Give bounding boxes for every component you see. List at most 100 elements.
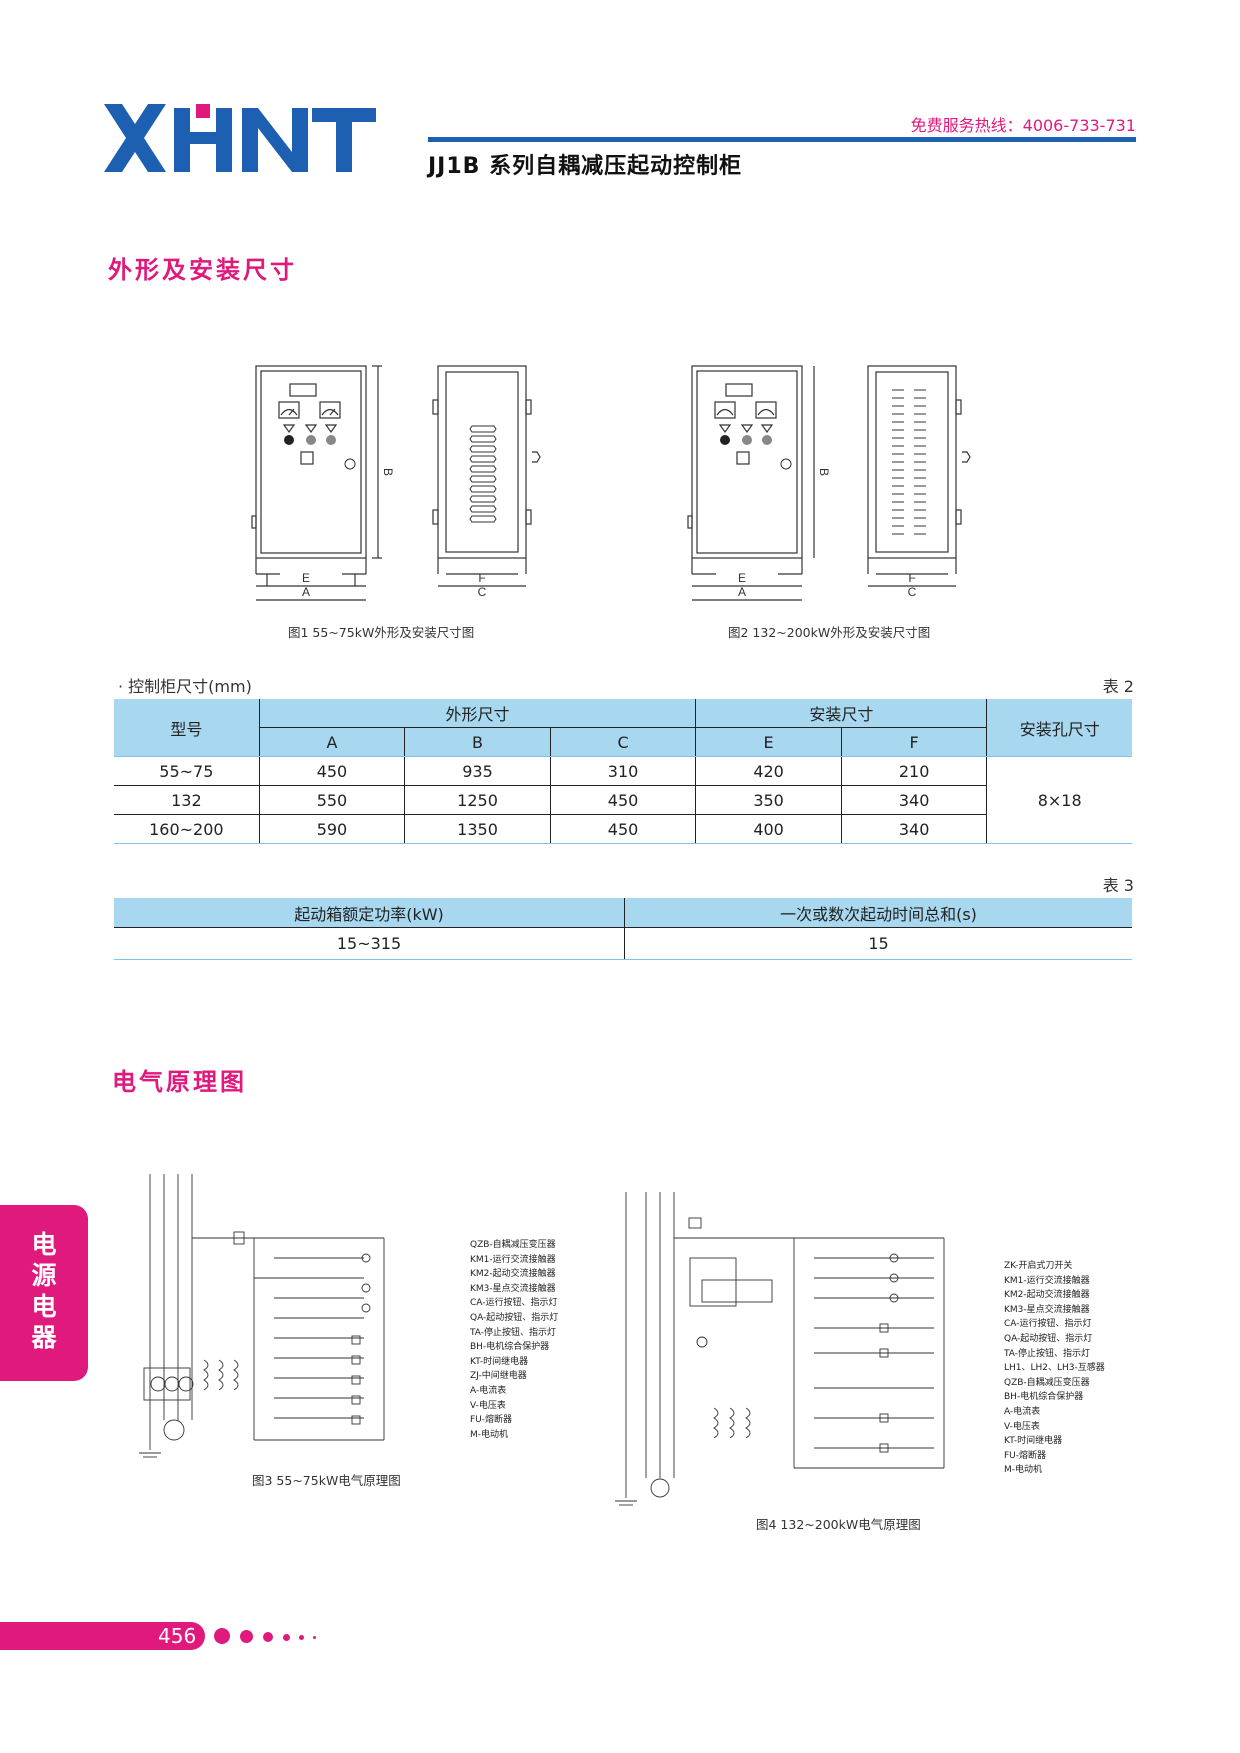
svg-text:E: E (738, 571, 746, 585)
fig2-caption: 图2 132~200kW外形及安装尺寸图 (728, 625, 931, 640)
table-row: 160~200 590 1350 450 400 340 (114, 814, 1132, 844)
cell-power: 15~315 (114, 927, 625, 960)
fig4-schematic (615, 1192, 945, 1506)
legend-item: KM2-起动交流接触器 (470, 1269, 556, 1280)
side-tab-char: 电 (31, 1292, 57, 1321)
fig2-front-view: E A B (687, 365, 831, 601)
table2-label: · 控制柜尺寸(mm) (118, 677, 252, 696)
svg-text:F: F (478, 571, 485, 585)
hotline-text: 免费服务热线：4006-733-731 (910, 116, 1136, 135)
document-title: JJ1B 系列自耦减压起动控制柜 (428, 154, 743, 179)
cell-a: 450 (259, 756, 406, 786)
svg-text:A: A (738, 585, 746, 599)
legend-item: KM1-运行交流接触器 (1004, 1275, 1090, 1286)
cell-c: 450 (550, 785, 697, 815)
legend-item: QA-起动按钮、指示灯 (470, 1312, 559, 1323)
cell-model: 55~75 (114, 756, 260, 786)
fig2-side-view: F C (867, 365, 971, 599)
side-tab-char: 器 (31, 1323, 57, 1352)
th-c: C (550, 727, 697, 757)
legend-item: TA-停止按钮、指示灯 (470, 1327, 557, 1338)
legend-item: M-电动机 (470, 1429, 509, 1440)
th-a: A (259, 727, 406, 757)
legend-item: A-电流表 (470, 1385, 507, 1396)
cell-c: 310 (550, 756, 697, 786)
th-e: E (695, 727, 842, 757)
table-row: 132 550 1250 450 350 340 (114, 785, 1132, 815)
legend-item: CA-运行按钮、指示灯 (470, 1298, 558, 1309)
legend-item: LH1、LH2、LH3-互感器 (1004, 1363, 1105, 1374)
cell-f: 210 (841, 756, 988, 786)
cell-model: 132 (114, 785, 260, 815)
header-rule (428, 137, 1136, 142)
xhnt-logo (104, 104, 376, 172)
table-row: 55~75 450 935 310 420 210 8×18 (114, 756, 1132, 844)
svg-text:B: B (381, 468, 395, 476)
page-number: 456 (158, 1624, 197, 1648)
decor-dot (283, 1634, 290, 1641)
fig4-legend: ZK-开启式刀开关 KM1-运行交流接触器 KM2-起动交流接触器 KM3-星点… (1004, 1259, 1105, 1478)
cell-time: 15 (624, 927, 1132, 960)
cell-f: 340 (841, 814, 988, 844)
legend-item: FU-熔断器 (470, 1415, 513, 1426)
th-model: 型号 (114, 699, 260, 757)
svg-text:A: A (302, 585, 310, 599)
side-tab-char: 源 (31, 1261, 57, 1290)
cell-a: 550 (259, 785, 406, 815)
svg-text:B: B (817, 468, 831, 476)
cell-a: 590 (259, 814, 406, 844)
legend-item: BH-电机综合保护器 (470, 1342, 550, 1353)
th-b: B (404, 727, 551, 757)
legend-item: KM3-星点交流接触器 (470, 1283, 556, 1294)
svg-text:C: C (908, 585, 917, 599)
th-hole: 安装孔尺寸 (986, 699, 1132, 757)
cell-b: 935 (404, 756, 551, 786)
decor-dot (263, 1632, 273, 1642)
th-power: 起动箱额定功率(kW) (114, 898, 625, 928)
legend-item: TA-停止按钮、指示灯 (1004, 1348, 1091, 1359)
th-f: F (841, 727, 988, 757)
cell-e: 350 (695, 785, 842, 815)
table2-number: 表 2 (1102, 677, 1134, 696)
legend-item: FU-熔断器 (1004, 1450, 1047, 1461)
legend-item: A-电流表 (1004, 1406, 1041, 1417)
svg-text:E: E (302, 571, 310, 585)
decor-dot (240, 1630, 253, 1643)
legend-item: KM1-运行交流接触器 (470, 1254, 556, 1265)
section-title-dimensions: 外形及安装尺寸 (108, 256, 297, 284)
legend-item: BH-电机综合保护器 (1004, 1392, 1084, 1403)
fig3-schematic (139, 1174, 385, 1458)
legend-item: KM3-星点交流接触器 (1004, 1304, 1090, 1315)
fig3-legend: QZB-自耦减压变压器 KM1-运行交流接触器 KM2-起动交流接触器 KM3-… (470, 1238, 558, 1442)
cell-e: 420 (695, 756, 842, 786)
legend-item: V-电压表 (470, 1400, 506, 1411)
th-install: 安装尺寸 (695, 699, 988, 728)
legend-item: QA-起动按钮、指示灯 (1004, 1333, 1093, 1344)
legend-item: ZJ-中间继电器 (470, 1371, 527, 1382)
start-time-table: 起动箱额定功率(kW) 一次或数次起动时间总和(s) 15~315 15 (114, 898, 1132, 960)
legend-item: KT-时间继电器 (470, 1356, 529, 1367)
legend-item: CA-运行按钮、指示灯 (1004, 1319, 1092, 1330)
cell-b: 1350 (404, 814, 551, 844)
cell-b: 1250 (404, 785, 551, 815)
cell-c: 450 (550, 814, 697, 844)
fig3-caption: 图3 55~75kW电气原理图 (252, 1473, 401, 1488)
th-time: 一次或数次起动时间总和(s) (624, 898, 1132, 928)
logo-dot (196, 104, 210, 118)
decor-dot (214, 1628, 230, 1644)
side-tab-char: 电 (31, 1230, 57, 1259)
cell-f: 340 (841, 785, 988, 815)
cell-e: 400 (695, 814, 842, 844)
svg-text:C: C (478, 585, 487, 599)
dimensions-table: 型号 外形尺寸 安装尺寸 安装孔尺寸 A B C E F 55~75 450 9… (114, 699, 1132, 844)
decor-dot (313, 1636, 316, 1639)
decor-dot (299, 1635, 304, 1640)
legend-item: KT-时间继电器 (1004, 1436, 1063, 1447)
th-outline: 外形尺寸 (259, 699, 697, 728)
category-side-tab: 电 源 电 器 (0, 1205, 88, 1381)
fig1-caption: 图1 55~75kW外形及安装尺寸图 (288, 625, 475, 640)
table3-number: 表 3 (1102, 876, 1134, 895)
legend-item: V-电压表 (1004, 1421, 1040, 1432)
fig4-caption: 图4 132~200kW电气原理图 (756, 1517, 921, 1532)
section-title-schematics: 电气原理图 (112, 1068, 247, 1096)
